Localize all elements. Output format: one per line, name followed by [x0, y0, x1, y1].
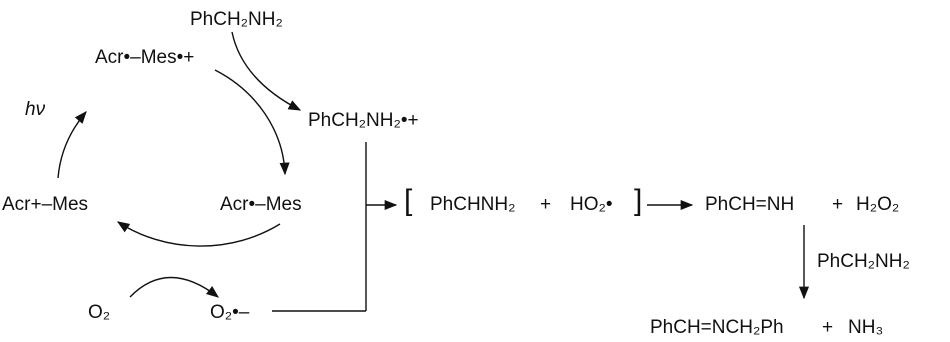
label-oxygen: O₂: [88, 302, 111, 323]
label-acr-mes-ground: Acr+–Mes: [2, 194, 89, 215]
label-aminobenzyl-radical: PhCHNH₂: [430, 194, 516, 215]
label-superoxide: O₂•–: [210, 302, 250, 323]
label-hv: hν: [25, 99, 46, 120]
plus-sign-1: +: [540, 194, 552, 215]
open-bracket: [: [404, 184, 413, 217]
label-acr-radical-mes: Acr•–Mes: [220, 194, 302, 215]
label-benzylamine-reagent: PhCH₂NH₂: [817, 251, 910, 272]
amine-oxidation-arrow: [231, 31, 302, 111]
label-hydroperoxyl: HO₂•: [570, 194, 613, 215]
label-ammonia: NH₃: [848, 317, 884, 338]
cycle-arc-bottom-left: [116, 221, 281, 247]
label-benzylamine: PhCH₂NH₂: [190, 9, 283, 30]
label-hydrogen-peroxide: H₂O₂: [856, 194, 900, 215]
label-acr-mes-radical-cation: Acr•–Mes•+: [95, 47, 195, 68]
oxygen-reduction-arrow: [129, 276, 219, 298]
cycle-arc-left-up: [57, 111, 87, 179]
label-benzylamine-radical-cation: PhCH₂NH₂•+: [308, 110, 419, 131]
cycle-arc-top-right-down: [214, 69, 290, 176]
plus-sign-2: +: [832, 194, 844, 215]
close-bracket: ]: [634, 184, 643, 217]
label-imine: PhCH=NH: [705, 194, 795, 215]
label-product: PhCH=NCH₂Ph: [650, 317, 784, 338]
plus-sign-3: +: [822, 317, 834, 338]
